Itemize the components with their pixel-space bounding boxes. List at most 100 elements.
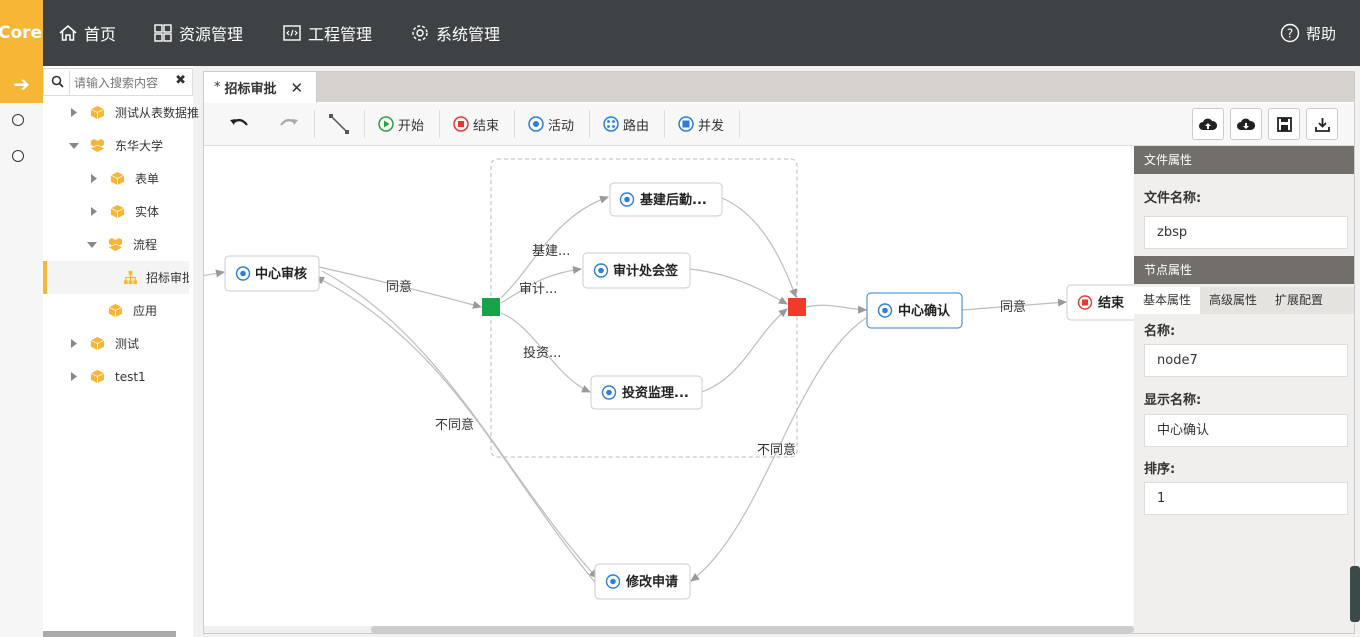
nav-project[interactable]: 工程管理 — [282, 0, 372, 66]
strip-radio-2[interactable] — [12, 150, 24, 162]
expand-arrow-icon[interactable] — [68, 108, 80, 117]
edge-audit — [500, 266, 582, 304]
node-infra[interactable]: 基建后勤... — [609, 182, 723, 217]
close-tab-icon[interactable]: ✕ — [290, 78, 304, 97]
tree-node-test[interactable]: 测试 — [68, 327, 139, 360]
tree-node-test-table[interactable]: 测试从表数据推 — [68, 96, 199, 129]
cloud-download-button[interactable] — [1230, 108, 1262, 140]
search-icon — [51, 75, 64, 88]
node-end[interactable]: 结束 — [1066, 284, 1134, 321]
strip-radio-1[interactable] — [12, 114, 24, 126]
expand-arrow-icon[interactable] — [88, 174, 100, 183]
collapse-arrow-icon[interactable] — [68, 142, 80, 149]
tree-node-test1[interactable]: test1 — [68, 360, 146, 393]
svg-text:投资监理...: 投资监理... — [622, 385, 689, 401]
nav-resources-label: 资源管理 — [179, 25, 244, 44]
cubes-icon — [90, 138, 105, 153]
editor-tab-bar — [204, 72, 1354, 102]
undo-button[interactable] — [229, 103, 253, 145]
end-node-button[interactable]: 结束 — [453, 103, 499, 145]
left-icon-strip — [0, 66, 43, 637]
svg-text:中心确认: 中心确认 — [898, 303, 951, 319]
line-tool-icon — [329, 114, 349, 134]
nav-resources[interactable]: 资源管理 — [153, 0, 243, 66]
edge-label-invest: 投资... — [523, 345, 561, 361]
resources-icon — [154, 24, 172, 42]
collapse-arrow-button[interactable]: ➔ — [0, 66, 43, 103]
node-properties-header: 节点属性 — [1134, 256, 1354, 284]
redo-icon — [280, 118, 298, 126]
tree-node-apps[interactable]: 应用 — [108, 294, 157, 327]
cube-icon — [90, 369, 105, 384]
node-audit[interactable]: 审计处会签 — [582, 252, 691, 289]
concurrent-node-button[interactable]: 并发 — [678, 103, 724, 145]
display-name-label: 显示名称: — [1144, 393, 1202, 408]
expand-arrow-icon[interactable] — [68, 339, 80, 348]
tab-bidding-approval[interactable]: * 招标审批 ✕ — [204, 72, 317, 103]
redo-button[interactable] — [279, 103, 303, 145]
order-field[interactable]: 1 — [1144, 482, 1348, 515]
save-button[interactable] — [1268, 108, 1300, 140]
cube-icon — [90, 336, 105, 351]
nav-system[interactable]: 系统管理 — [410, 0, 500, 66]
sitemap-icon — [123, 270, 138, 285]
concurrent-split-gateway[interactable] — [482, 298, 500, 316]
tab-basic-properties[interactable]: 基本属性 — [1134, 287, 1201, 314]
scrollbar-thumb[interactable] — [371, 626, 1134, 633]
toolbar-separator — [514, 110, 515, 138]
export-button[interactable] — [1306, 108, 1338, 140]
tab-label: 招标审批 — [224, 82, 277, 97]
side-scroll-handle[interactable] — [1350, 566, 1360, 622]
tree-node-donghua[interactable]: 东华大学 — [68, 129, 163, 162]
toolbar-separator — [364, 110, 365, 138]
cube-icon — [90, 105, 105, 120]
edge-agree-2 — [961, 298, 1067, 311]
tree-search-box: ✖ — [43, 68, 193, 96]
code-icon — [283, 25, 301, 41]
tab-advanced-properties[interactable]: 高级属性 — [1209, 293, 1258, 307]
clear-search-icon[interactable]: ✖ — [175, 73, 186, 88]
display-name-field[interactable]: 中心确认 — [1144, 414, 1348, 447]
home-icon — [59, 25, 77, 41]
canvas-horizontal-scrollbar[interactable] — [204, 626, 1134, 633]
tree-node-process[interactable]: 流程 — [86, 228, 157, 261]
start-node-button[interactable]: 开始 — [378, 103, 424, 145]
process-diagram-canvas[interactable]: 中心审核 基建后勤... 审计处会签 投资监理... 中心确认 结束 — [204, 146, 1134, 626]
undo-icon — [230, 118, 248, 126]
edge-disagree-1-out — [321, 270, 598, 579]
tree-node-entities[interactable]: 实体 — [88, 195, 159, 228]
node-modify-request[interactable]: 修改申请 — [594, 563, 691, 600]
file-name-field[interactable]: zbsp — [1144, 216, 1348, 249]
name-field[interactable]: node7 — [1144, 344, 1348, 377]
edge-label-audit: 审计... — [519, 282, 557, 297]
node-properties-tabs: 基本属性 高级属性 扩展配置 — [1134, 287, 1354, 314]
tree-horizontal-scrollbar[interactable] — [43, 631, 176, 637]
app-logo: Core — [0, 0, 43, 66]
route-node-button[interactable]: 路由 — [603, 103, 649, 145]
expand-arrow-icon[interactable] — [88, 207, 100, 216]
toolbar-separator — [739, 110, 740, 138]
svg-text:审计处会签: 审计处会签 — [613, 263, 679, 279]
help-button[interactable]: ? 帮助 — [1280, 0, 1336, 66]
expand-arrow-icon[interactable] — [68, 372, 80, 381]
nav-home[interactable]: 首页 — [58, 0, 116, 66]
node-center-review[interactable]: 中心审核 — [224, 255, 320, 292]
concurrent-join-gateway[interactable] — [788, 298, 806, 316]
connect-line-button[interactable] — [328, 103, 354, 145]
collapse-arrow-icon[interactable] — [86, 241, 98, 248]
node-center-confirm[interactable]: 中心确认 — [866, 292, 963, 329]
file-properties-header: 文件属性 — [1134, 146, 1354, 174]
activity-node-button[interactable]: 活动 — [528, 103, 574, 145]
tree-search-input[interactable] — [69, 71, 171, 95]
node-invest[interactable]: 投资监理... — [590, 375, 703, 410]
cloud-upload-button[interactable] — [1192, 108, 1224, 140]
toolbar-separator — [314, 110, 315, 138]
name-label: 名称: — [1144, 324, 1176, 339]
top-navigation-bar — [0, 0, 1360, 66]
tree-node-bidding-approval[interactable]: 招标审批 — [43, 261, 189, 294]
tab-extended-config[interactable]: 扩展配置 — [1275, 293, 1324, 307]
edge-label-agree-2: 同意 — [1000, 299, 1026, 315]
edge-incoming — [204, 269, 225, 278]
edge-label-agree-1: 同意 — [386, 279, 412, 295]
tree-node-forms[interactable]: 表单 — [88, 162, 159, 195]
